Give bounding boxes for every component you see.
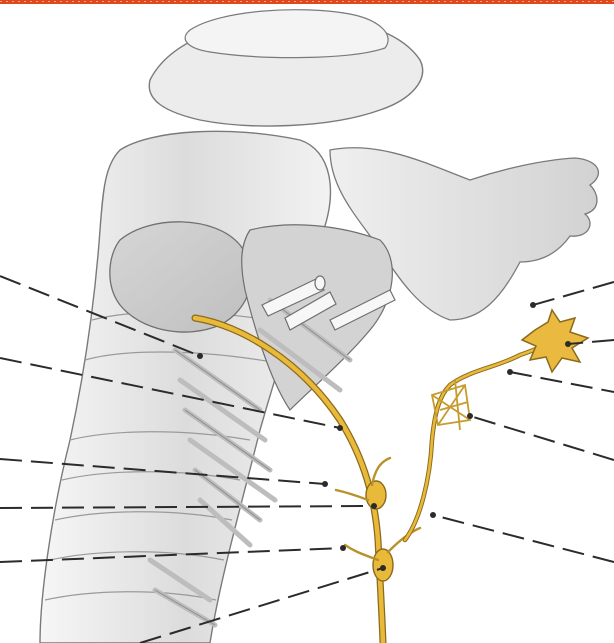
- superior-ganglion: [522, 310, 588, 372]
- thyroid-lobe: [110, 222, 251, 332]
- ascending-branch-fill: [405, 342, 552, 540]
- leader-line: [510, 372, 614, 392]
- leader-line: [433, 515, 614, 562]
- upper-cartilage-top: [185, 10, 388, 58]
- leader-line: [533, 282, 614, 305]
- leader-line: [470, 416, 614, 460]
